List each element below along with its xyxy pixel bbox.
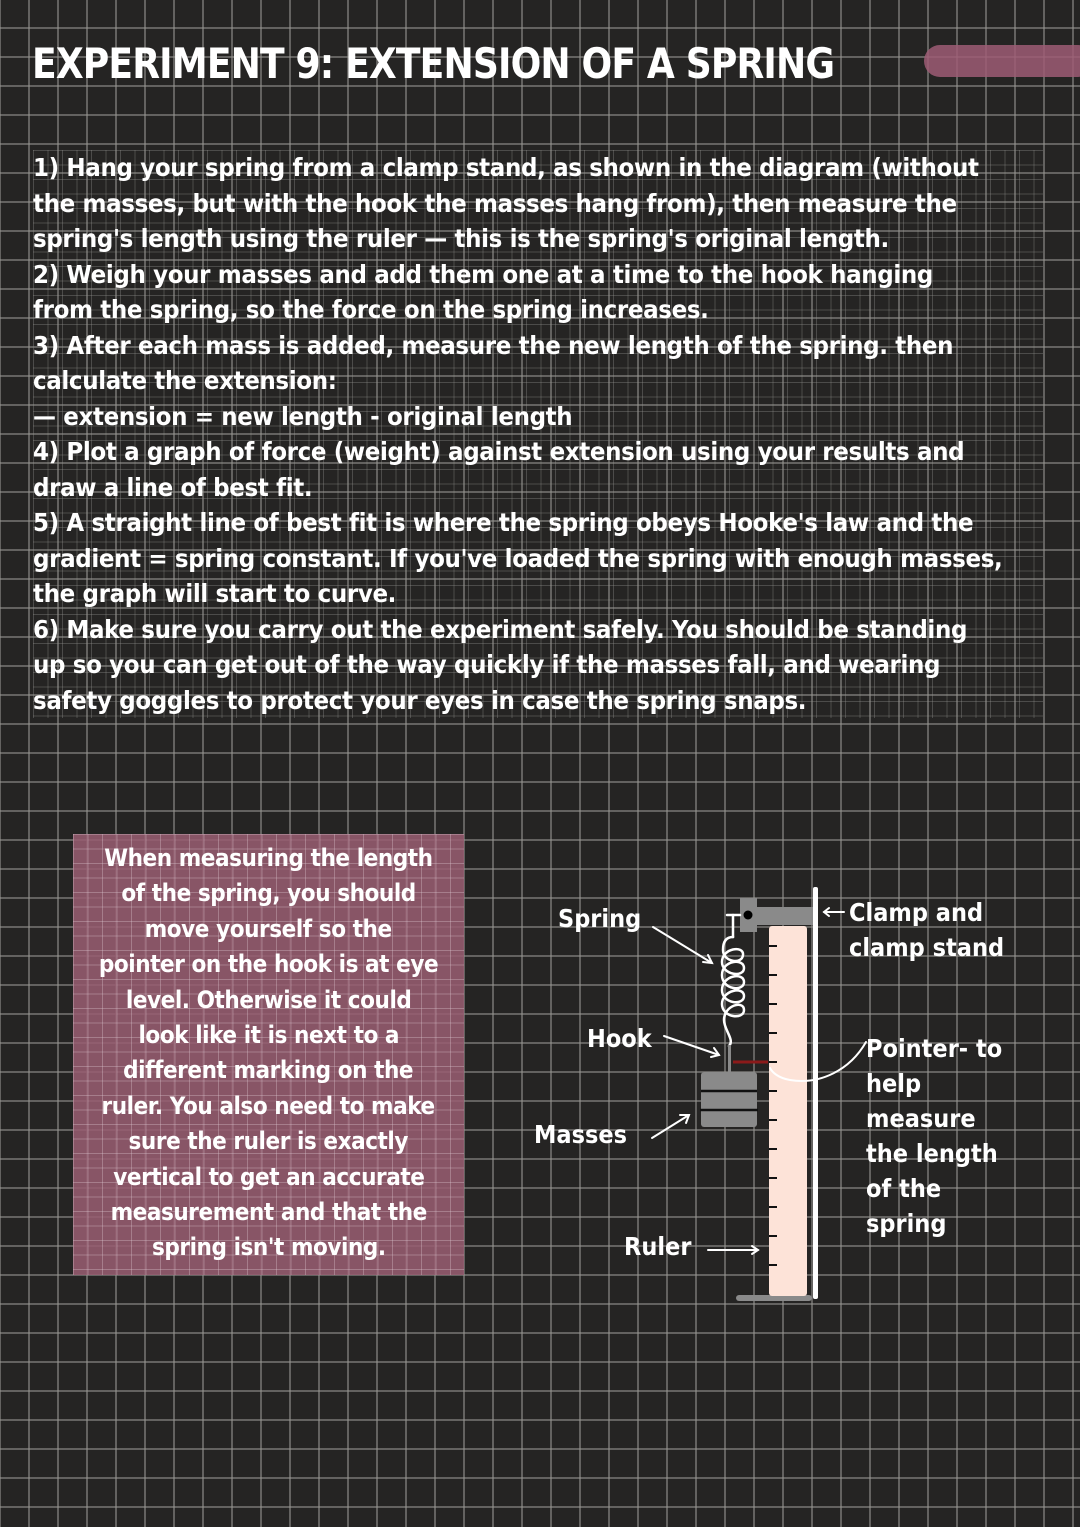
clamp-arm: [756, 907, 813, 925]
note-line: sure the ruler is exactly: [128, 1127, 409, 1156]
note-line: of the spring, you should: [121, 879, 416, 908]
label-clamp: Clamp and clamp stand: [849, 895, 1004, 965]
step-line: 1) Hang your spring from a clamp stand, …: [33, 153, 979, 182]
step-line: up so you can get out of the way quickly…: [33, 650, 941, 679]
hook-arrow-icon: [663, 1035, 720, 1056]
spring-arrow-icon: [652, 926, 713, 964]
clamp-block: [740, 898, 757, 932]
step-line: spring's length using the ruler — this i…: [33, 224, 889, 253]
step-line: gradient = spring constant. If you've lo…: [33, 543, 1003, 573]
page-title: EXPERIMENT 9: EXTENSION OF A SPRING: [32, 39, 835, 88]
title-highlight-pill: [924, 45, 1080, 77]
note-line: pointer on the hook is at eye: [98, 950, 439, 979]
note-line: When measuring the length: [104, 844, 433, 872]
hook-rod: [728, 1045, 731, 1073]
clamp-stand-pole: [813, 887, 818, 1299]
label-clamp-line: clamp stand: [849, 933, 1005, 962]
note-line: move yourself so the: [145, 914, 392, 943]
step-line: the masses, but with the hook the masses…: [33, 188, 957, 218]
clamp-stand-base: [736, 1295, 812, 1301]
label-pointer: Pointer- to help measure the length of t…: [866, 1031, 1002, 1241]
method-steps: 1) Hang your spring from a clamp stand, …: [33, 150, 1043, 718]
clamp-screw-icon: [743, 910, 753, 920]
step-line: 5) A straight line of best fit is where …: [33, 508, 974, 537]
note-line: level. Otherwise it could: [125, 985, 412, 1014]
label-ruler: Ruler: [624, 1232, 692, 1261]
label-pointer-line: Pointer- to: [866, 1034, 1003, 1063]
label-pointer-line: spring: [866, 1209, 947, 1238]
step-line: calculate the extension:: [33, 366, 337, 395]
step-line: 2) Weigh your masses and add them one at…: [33, 259, 933, 289]
note-line: look like it is next to a: [138, 1021, 399, 1050]
step-line: 4) Plot a graph of force (weight) agains…: [33, 437, 965, 466]
label-spring: Spring: [558, 904, 642, 933]
step-line: — extension = new length - original leng…: [33, 401, 573, 431]
masses: [701, 1072, 757, 1127]
label-clamp-line: Clamp and: [849, 898, 984, 927]
label-masses: Masses: [534, 1120, 628, 1149]
note-line: spring isn't moving.: [151, 1233, 386, 1262]
pointer-curve-icon: [769, 1041, 867, 1082]
ruler: [769, 926, 807, 1296]
note-line: vertical to get an accurate: [112, 1162, 425, 1191]
step-line: 6) Make sure you carry out the experimen…: [33, 614, 968, 644]
step-line: the graph will start to curve.: [33, 579, 397, 608]
label-pointer-line: the length: [866, 1139, 998, 1168]
masses-arrow-icon: [651, 1114, 690, 1139]
step-line: safety goggles to protect your eyes in c…: [33, 685, 807, 715]
note-line: measurement and that the: [110, 1198, 427, 1227]
step-line: 3) After each mass is added, measure the…: [33, 330, 954, 360]
step-line: draw a line of best fit.: [33, 472, 313, 502]
measurement-tip-box: When measuring the length of the spring,…: [73, 834, 464, 1275]
step-line: from the spring, so the force on the spr…: [33, 295, 709, 324]
label-pointer-line: of the: [866, 1174, 942, 1203]
label-pointer-line: help: [866, 1069, 922, 1098]
ruler-ticks: [769, 945, 777, 1266]
note-line: different marking on the: [123, 1056, 414, 1085]
spring-coils: [720, 935, 746, 1048]
note-line: ruler. You also need to make: [101, 1091, 436, 1120]
label-pointer-line: measure: [866, 1104, 976, 1133]
label-hook: Hook: [587, 1024, 652, 1053]
